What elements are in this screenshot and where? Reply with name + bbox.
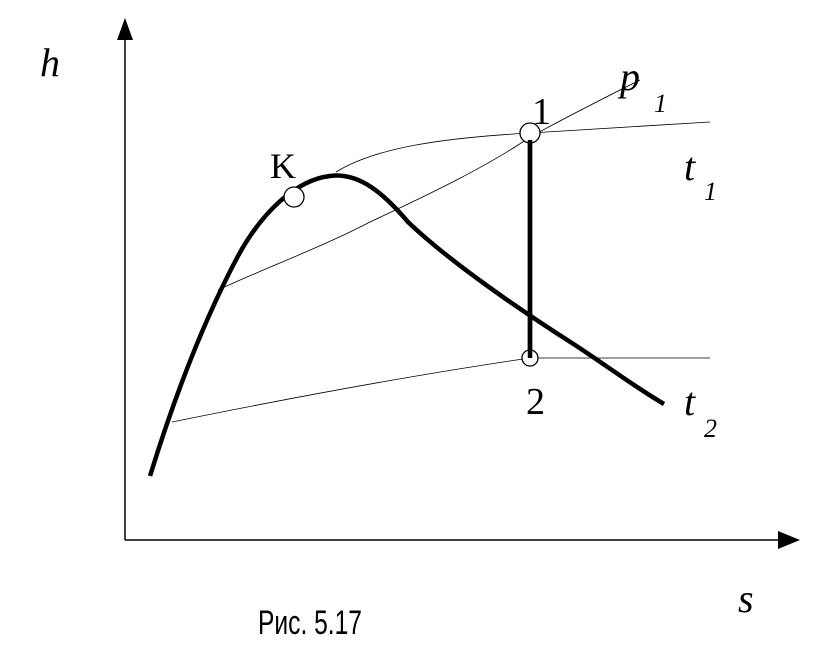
isotherm-t2-symbol: t bbox=[684, 379, 696, 424]
y-axis-label: h bbox=[40, 40, 60, 85]
isotherm-t2-line bbox=[171, 357, 710, 423]
x-axis-label: s bbox=[738, 576, 754, 621]
x-axis-arrow-icon bbox=[778, 531, 800, 549]
figure-caption: Рис. 5.17 bbox=[258, 604, 362, 642]
y-axis-arrow-icon bbox=[117, 18, 133, 40]
state-2-label: 2 bbox=[526, 381, 545, 423]
state-1-label: 1 bbox=[532, 91, 551, 133]
saturation-curve bbox=[147, 173, 666, 477]
isobar-p1-symbol: p bbox=[617, 54, 640, 99]
isotherm-t1-symbol: t bbox=[684, 144, 696, 189]
isotherm-t1-index: 1 bbox=[704, 177, 717, 206]
isobar-p1-index: 1 bbox=[654, 89, 667, 118]
isotherm-t2-index: 2 bbox=[704, 414, 717, 443]
critical-point-marker bbox=[283, 186, 305, 208]
critical-point-label: K bbox=[270, 146, 296, 186]
isobar-p1-line bbox=[217, 79, 641, 291]
